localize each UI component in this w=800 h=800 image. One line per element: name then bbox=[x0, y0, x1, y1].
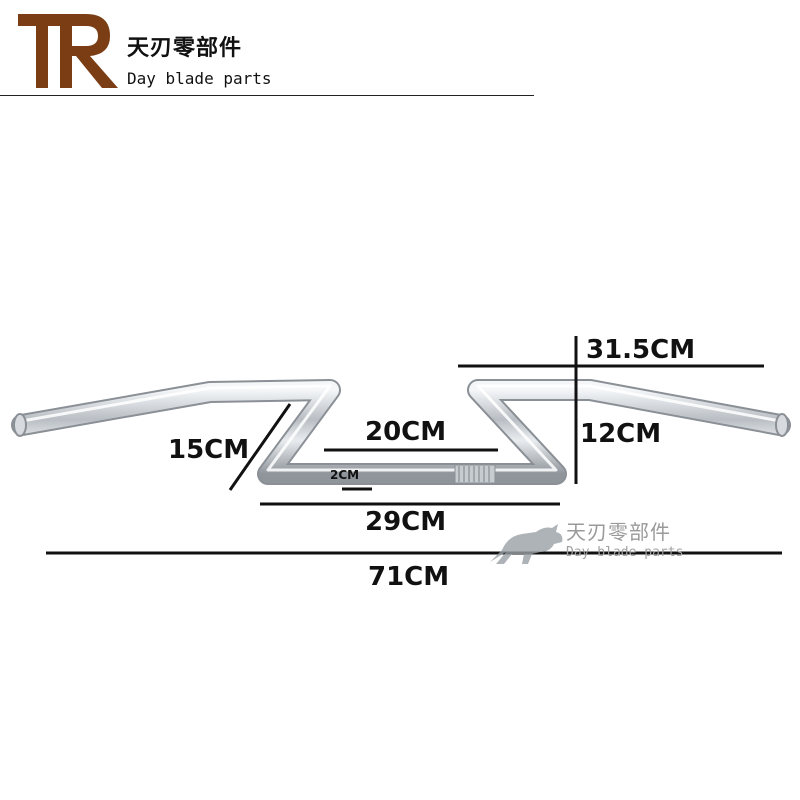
inner-width-label: 20CM bbox=[365, 417, 447, 447]
tr-monogram-icon bbox=[18, 14, 118, 88]
watermark-name-english: Day blade parts bbox=[566, 545, 684, 560]
handlebar-product-image bbox=[11, 379, 791, 485]
total-width-label: 71CM bbox=[368, 562, 450, 592]
knurled-grip-section bbox=[454, 464, 496, 484]
watermark-name-chinese: 天刃零部件 bbox=[566, 520, 671, 544]
rise-label: 31.5CM bbox=[586, 335, 696, 365]
brand-name-english: Day blade parts bbox=[127, 69, 272, 88]
height-label: 12CM bbox=[580, 419, 662, 449]
brand-header: 天刃零部件 Day blade parts bbox=[0, 0, 800, 100]
brand-name-chinese: 天刃零部件 bbox=[127, 36, 243, 61]
center-width-label: 29CM bbox=[365, 507, 447, 537]
bull-icon bbox=[490, 524, 563, 564]
angled-dimension-line bbox=[228, 403, 292, 491]
header-divider bbox=[0, 95, 534, 96]
angled-segment-label: 15CM bbox=[168, 435, 250, 465]
brand-watermark: 天刃零部件 Day blade parts bbox=[488, 512, 748, 572]
tube-offset-label: 2CM bbox=[330, 468, 360, 482]
